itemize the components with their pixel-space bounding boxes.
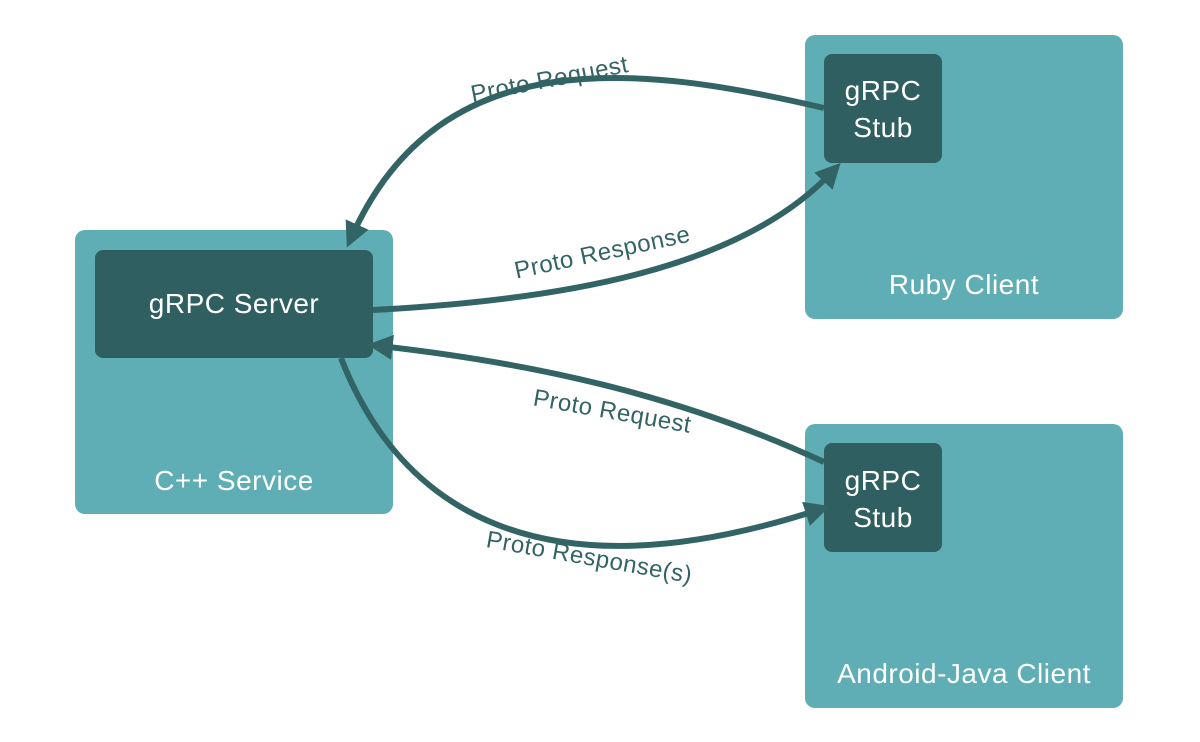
android-client-node: gRPC Stub Android-Java Client [805,424,1123,708]
grpc-server-box [95,250,373,358]
cpp-service-node: gRPC Server C++ Service [75,230,393,514]
grpc-server-label: gRPC Server [149,288,319,319]
android-request-label: Proto Request [531,384,693,438]
ruby-request-arrow [345,75,825,248]
android-grpc-stub-box [824,443,942,552]
android-response-label: Proto Response(s) [484,526,694,589]
android-response-arrow [338,356,830,549]
cpp-service-label: C++ Service [154,465,314,496]
ruby-client-label: Ruby Client [889,269,1039,300]
android-request-arrow [367,334,826,465]
ruby-response-arrow [372,162,841,313]
ruby-request-label: Proto Request [469,51,631,108]
android-client-label: Android-Java Client [837,658,1091,689]
ruby-response-label: Proto Response [512,221,693,285]
android-grpc-stub-label-line2: Stub [853,502,913,533]
ruby-grpc-stub-box [824,54,942,163]
ruby-client-node: gRPC Stub Ruby Client [805,35,1123,319]
android-grpc-stub-label-line1: gRPC [845,465,922,496]
ruby-grpc-stub-label-line2: Stub [853,112,913,143]
ruby-grpc-stub-label-line1: gRPC [845,75,922,106]
